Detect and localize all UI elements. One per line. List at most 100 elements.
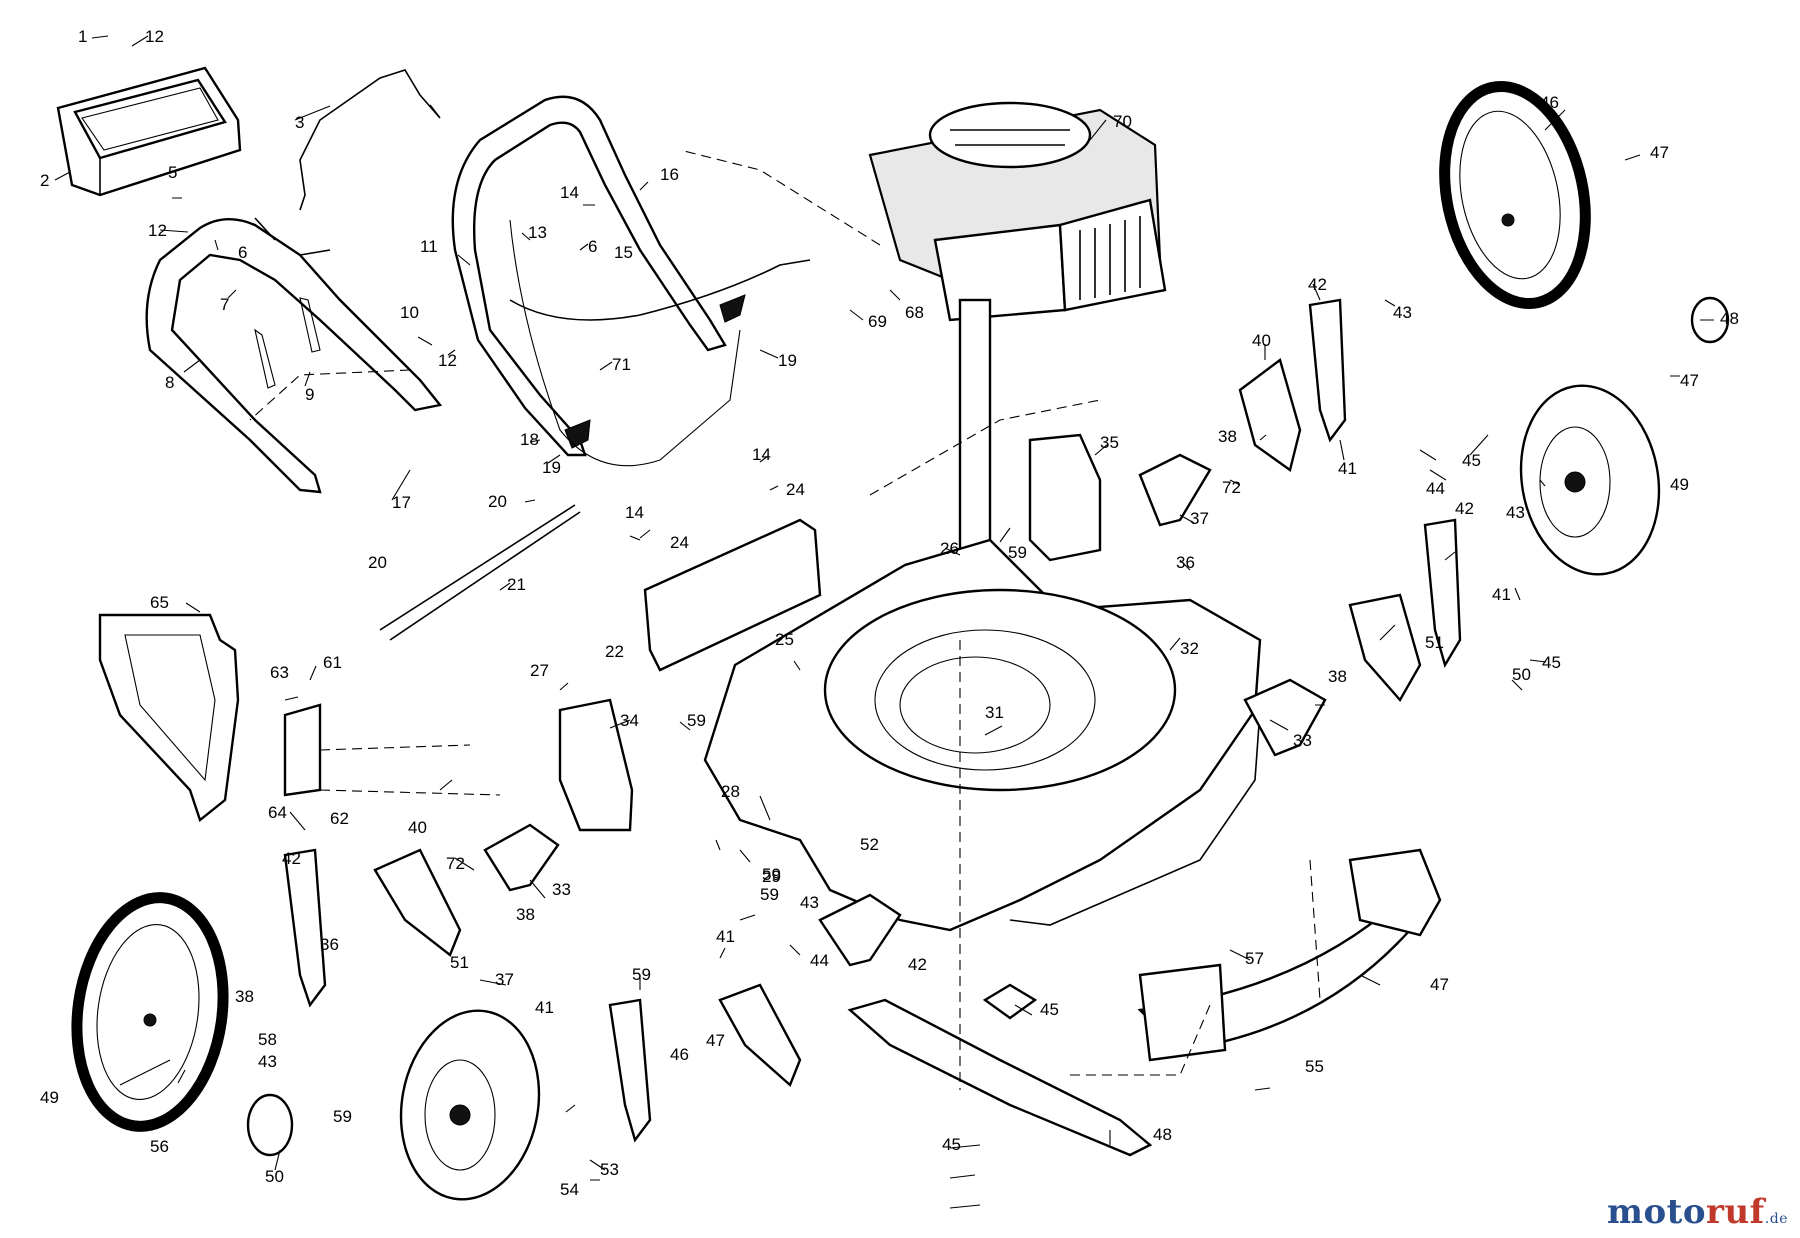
- grass-bag: [509, 219, 741, 467]
- part-number: 61: [323, 653, 342, 672]
- part-number: 38: [1328, 667, 1347, 686]
- part-number: 3: [295, 113, 304, 132]
- lower-handle: [145, 217, 443, 494]
- part-number: 41: [535, 998, 554, 1017]
- part-number: 10: [400, 303, 419, 322]
- part-number: 42: [1455, 499, 1474, 518]
- rear-skirt-plate: [1138, 963, 1227, 1062]
- adjust-plate-33a: [1243, 678, 1327, 757]
- part-number: 16: [660, 165, 679, 184]
- part-number: 27: [530, 661, 549, 680]
- part-number: 72: [446, 854, 465, 873]
- part-number: 14: [625, 503, 644, 522]
- blade: [847, 998, 1153, 1157]
- part-number: 36: [320, 935, 339, 954]
- part-number: 15: [614, 243, 633, 262]
- part-number: 42: [282, 849, 301, 868]
- adjust-plate-37b: [818, 893, 902, 967]
- part-number: 40: [408, 818, 427, 837]
- part-number: 17: [392, 493, 411, 512]
- part-number: 38: [235, 987, 254, 1006]
- part-number: 47: [1650, 143, 1669, 162]
- part-number: 12: [148, 221, 167, 240]
- part-number: 45: [1462, 451, 1481, 470]
- part-number: 69: [868, 312, 887, 331]
- watermark-suffix: .de: [1764, 1211, 1788, 1227]
- part-number: 64: [268, 803, 287, 822]
- part-number: 62: [330, 809, 349, 828]
- part-number: 55: [1305, 1057, 1324, 1076]
- part-number: 37: [495, 970, 514, 989]
- part-number: 9: [305, 385, 314, 404]
- drawing-lines: [54, 35, 1730, 1209]
- part-number: 7: [220, 295, 229, 314]
- part-number: 47: [1430, 975, 1449, 994]
- part-number: 41: [1492, 585, 1511, 604]
- part-number: 47: [706, 1031, 725, 1050]
- part-number: 5: [168, 163, 177, 182]
- lever-42d: [608, 998, 652, 1143]
- wheel-49b: [399, 1009, 541, 1201]
- part-number: 43: [1506, 503, 1525, 522]
- axle-rod: [379, 504, 581, 641]
- watermark-part1: moto: [1606, 1192, 1707, 1232]
- part-number: 41: [1338, 459, 1357, 478]
- part-number: 22: [605, 642, 624, 661]
- part-number: 59: [1008, 543, 1027, 562]
- cable: [509, 259, 811, 321]
- part-number: 32: [1180, 639, 1199, 658]
- part-number: 31: [985, 703, 1004, 722]
- part-number: 12: [145, 27, 164, 46]
- part-number: 37: [1190, 509, 1209, 528]
- part-number: 59: [760, 885, 779, 904]
- part-number: 57: [1245, 949, 1264, 968]
- part-number: 45: [942, 1135, 961, 1154]
- part-number: 53: [600, 1160, 619, 1179]
- wheel-46b: [71, 892, 229, 1132]
- adjust-plate-37a: [1138, 453, 1212, 527]
- bracket-40a: [1238, 357, 1302, 473]
- part-number: 65: [150, 593, 169, 612]
- part-number: 44: [1426, 479, 1445, 498]
- part-number: 19: [778, 351, 797, 370]
- part-number: 6: [238, 243, 247, 262]
- part-number: 24: [786, 480, 805, 499]
- part-number: 45: [1542, 653, 1561, 672]
- part-number: 43: [258, 1052, 277, 1071]
- part-number: 51: [450, 953, 469, 972]
- part-number: 49: [1670, 475, 1689, 494]
- part-number: 49: [40, 1088, 59, 1107]
- wheel-49a: [1519, 384, 1661, 576]
- part-number: 40: [1252, 331, 1271, 350]
- part-number: 51: [1425, 633, 1444, 652]
- height-bracket-right: [1028, 433, 1102, 562]
- part-number: 1: [78, 27, 87, 46]
- part-number: 6: [588, 237, 597, 256]
- part-number: 46: [1540, 93, 1559, 112]
- part-number: 68: [905, 303, 924, 322]
- part-number: 50: [1512, 665, 1531, 684]
- part-number: 70: [1113, 112, 1132, 131]
- upper-handle: [451, 95, 746, 457]
- part-number: 58: [258, 1030, 277, 1049]
- part-number: 28: [721, 782, 740, 801]
- part-number: 34: [620, 711, 639, 730]
- lever-42b: [1423, 518, 1462, 668]
- part-number: 21: [507, 575, 526, 594]
- part-number: 50: [265, 1167, 284, 1186]
- part-number: 59: [632, 965, 651, 984]
- blade-adapter: [982, 983, 1038, 1020]
- part-number: 52: [860, 835, 879, 854]
- part-number: 45: [1040, 1000, 1059, 1019]
- adjust-plate-33b: [483, 823, 560, 892]
- part-number: 63: [270, 663, 289, 682]
- part-number: 54: [560, 1180, 579, 1199]
- part-number: 35: [1100, 433, 1119, 452]
- part-number: 8: [165, 373, 174, 392]
- part-number: 59: [762, 865, 781, 884]
- part-number: 33: [552, 880, 571, 899]
- bracket-51a: [1348, 593, 1422, 703]
- chute-bracket: [283, 703, 322, 797]
- chute-door: [98, 613, 240, 823]
- part-number: 11: [420, 237, 438, 256]
